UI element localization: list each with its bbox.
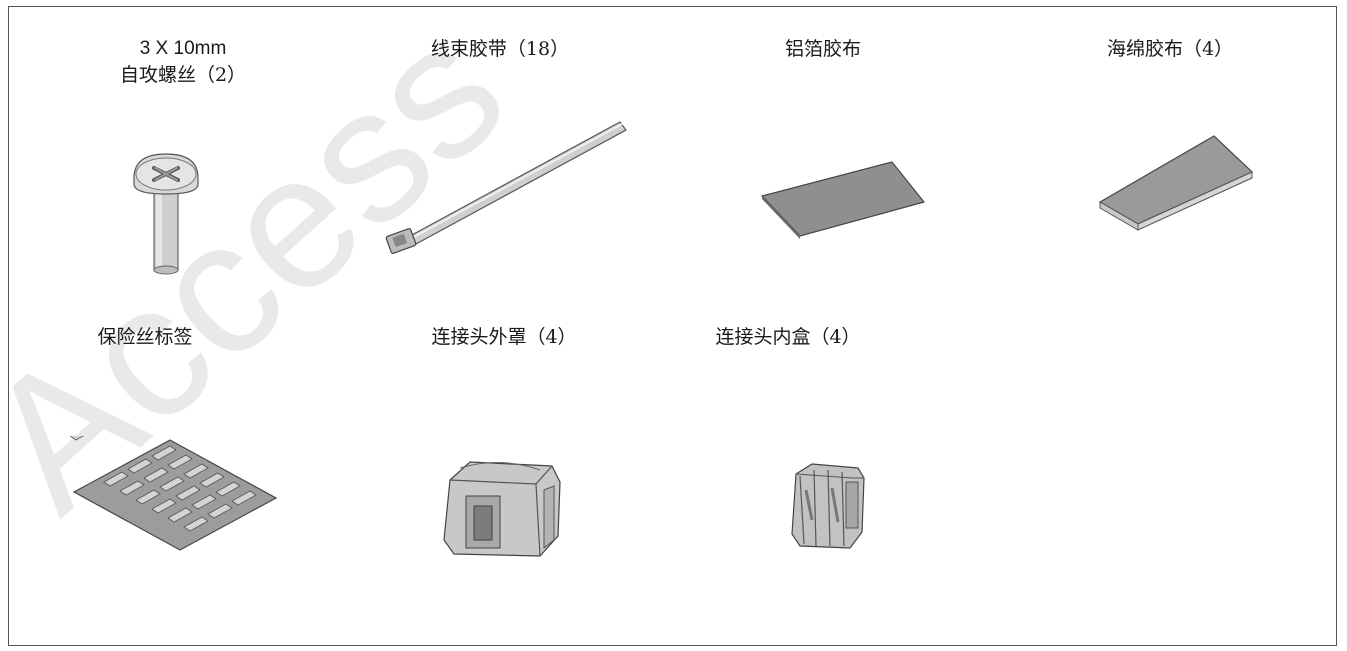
item-label-fuse-label: 保险丝标签	[97, 326, 193, 348]
screw-icon	[133, 153, 199, 275]
cable-tie-icon	[385, 121, 627, 254]
item-label-connector-inner-box: 连接头内盒（4）	[715, 326, 861, 348]
screw-name-text: 自攻螺丝（2）	[119, 64, 247, 86]
sponge-tape-icon	[1098, 135, 1254, 231]
connector-inner-box-icon	[791, 463, 865, 549]
parts-list-frame	[8, 6, 1337, 646]
item-label-screw: 3 X 10mm 自攻螺丝（2）	[78, 36, 288, 88]
connector-cover-icon	[443, 461, 561, 557]
screw-size-text: 3 X 10mm	[139, 38, 227, 59]
aluminum-foil-tape-icon	[760, 161, 926, 239]
fuse-label-sheet-icon	[70, 436, 278, 551]
item-label-connector-cover: 连接头外罩（4）	[431, 326, 577, 348]
item-label-foil-tape: 铝箔胶布	[784, 38, 861, 60]
item-label-cable-tie: 线束胶带（18）	[430, 38, 570, 60]
item-label-sponge-tape: 海绵胶布（4）	[1106, 38, 1234, 60]
